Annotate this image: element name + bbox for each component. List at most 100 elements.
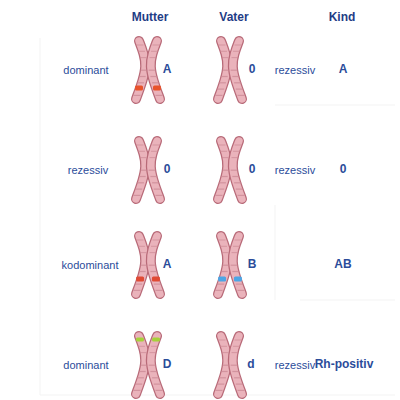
- chromosome-band: [235, 45, 242, 46]
- frame-line: [275, 105, 395, 106]
- chromosome-band: [221, 57, 228, 58]
- chromosome: [133, 236, 162, 294]
- chromosome-band: [150, 352, 157, 353]
- chromosome-band: [156, 195, 163, 196]
- chromosome-band: [133, 290, 140, 291]
- chromosome-band: [139, 252, 146, 253]
- chromosome-band: [219, 377, 226, 378]
- chromosome-band: [231, 365, 238, 366]
- chromosome-band: [151, 151, 158, 152]
- chromosome-band: [156, 290, 163, 291]
- chromosome-band: [231, 170, 238, 171]
- inheritance-type: rezessiv: [275, 359, 315, 371]
- chromosome-band: [236, 88, 243, 89]
- chromosome-band: [221, 157, 228, 158]
- chromosome-band: [221, 176, 228, 177]
- inheritance-type: rezessiv: [275, 164, 315, 176]
- chromosome-band: [238, 290, 245, 291]
- column-header: Kind: [329, 11, 356, 24]
- chromosome-band: [234, 82, 241, 83]
- chromosome-band: [217, 88, 224, 89]
- chromosome-band: [218, 145, 225, 146]
- chromosome-band: [139, 271, 146, 272]
- chromosome-band: [138, 151, 145, 152]
- allele-label: A: [163, 63, 172, 76]
- chromosome-band: [139, 57, 146, 58]
- gene-locus: [153, 86, 161, 91]
- chromosome-band: [133, 195, 140, 196]
- frame-line: [40, 38, 41, 395]
- inheritance-type: rezessiv: [68, 164, 108, 176]
- chromosome-band: [232, 271, 239, 272]
- chromosome-band: [139, 371, 146, 372]
- chromosome-band: [152, 182, 159, 183]
- chromosome-band: [217, 189, 224, 190]
- allele-label: B: [248, 258, 257, 271]
- chromosome-band: [136, 145, 143, 146]
- chromosome-band: [136, 240, 143, 241]
- frame-line: [275, 205, 276, 300]
- chromosome-band: [218, 45, 225, 46]
- chromosome-band: [222, 365, 229, 366]
- chromosome-band: [217, 284, 224, 285]
- chromosome-band: [220, 346, 227, 347]
- chromosome-band: [222, 170, 229, 171]
- chromosome-band: [217, 384, 224, 385]
- chromosome-band: [140, 365, 147, 366]
- chromosome-band: [219, 82, 226, 83]
- chromosome-band: [221, 371, 228, 372]
- allele-label: 0: [249, 163, 256, 176]
- chromosome-band: [151, 246, 158, 247]
- chromosome-band: [238, 95, 245, 96]
- chromosome-band: [233, 246, 240, 247]
- chromosome-band: [221, 352, 228, 353]
- chromosome-band: [232, 57, 239, 58]
- chromosome-band: [136, 45, 143, 46]
- chromosome-band: [137, 82, 144, 83]
- inheritance-type: dominant: [63, 64, 108, 76]
- chromosome-band: [139, 76, 146, 77]
- chromosome: [215, 236, 244, 294]
- gene-locus: [136, 338, 144, 342]
- chromosome-band: [133, 95, 140, 96]
- chromosome-band: [235, 145, 242, 146]
- chromosome-band: [154, 384, 161, 385]
- chromosome-band: [219, 182, 226, 183]
- chromosome: [215, 336, 244, 394]
- chromosome-band: [152, 82, 159, 83]
- gene-locus: [234, 277, 242, 282]
- chromosome-band: [152, 377, 159, 378]
- chromosome-band: [149, 70, 156, 71]
- chromosome-band: [233, 346, 240, 347]
- chromosome-band: [133, 390, 140, 391]
- chromosome-band: [139, 157, 146, 158]
- chromosome-band: [156, 390, 163, 391]
- chromosome-band: [137, 182, 144, 183]
- allele-label: 0: [164, 163, 171, 176]
- chromosome-band: [218, 340, 225, 341]
- chromosome-band: [150, 76, 157, 77]
- gene-locus: [152, 338, 160, 342]
- chromosome-band: [231, 70, 238, 71]
- chromosome: [215, 41, 244, 99]
- child-result: AB: [334, 258, 351, 271]
- chromosome-band: [149, 170, 156, 171]
- chromosome-band: [232, 157, 239, 158]
- chromosome-band: [215, 390, 222, 391]
- chromosome-band: [150, 157, 157, 158]
- chromosome-band: [149, 265, 156, 266]
- chromosome-band: [150, 271, 157, 272]
- chromosome-band: [138, 51, 145, 52]
- chromosome-band: [218, 240, 225, 241]
- chromosome-band: [139, 176, 146, 177]
- chromosome-band: [135, 284, 142, 285]
- chromosome-band: [238, 390, 245, 391]
- chromosome-band: [140, 265, 147, 266]
- chromosome-band: [236, 189, 243, 190]
- inheritance-type: kodominant: [62, 259, 119, 271]
- chromosome: [133, 141, 162, 199]
- chromosome-band: [234, 377, 241, 378]
- chromosome-band: [137, 377, 144, 378]
